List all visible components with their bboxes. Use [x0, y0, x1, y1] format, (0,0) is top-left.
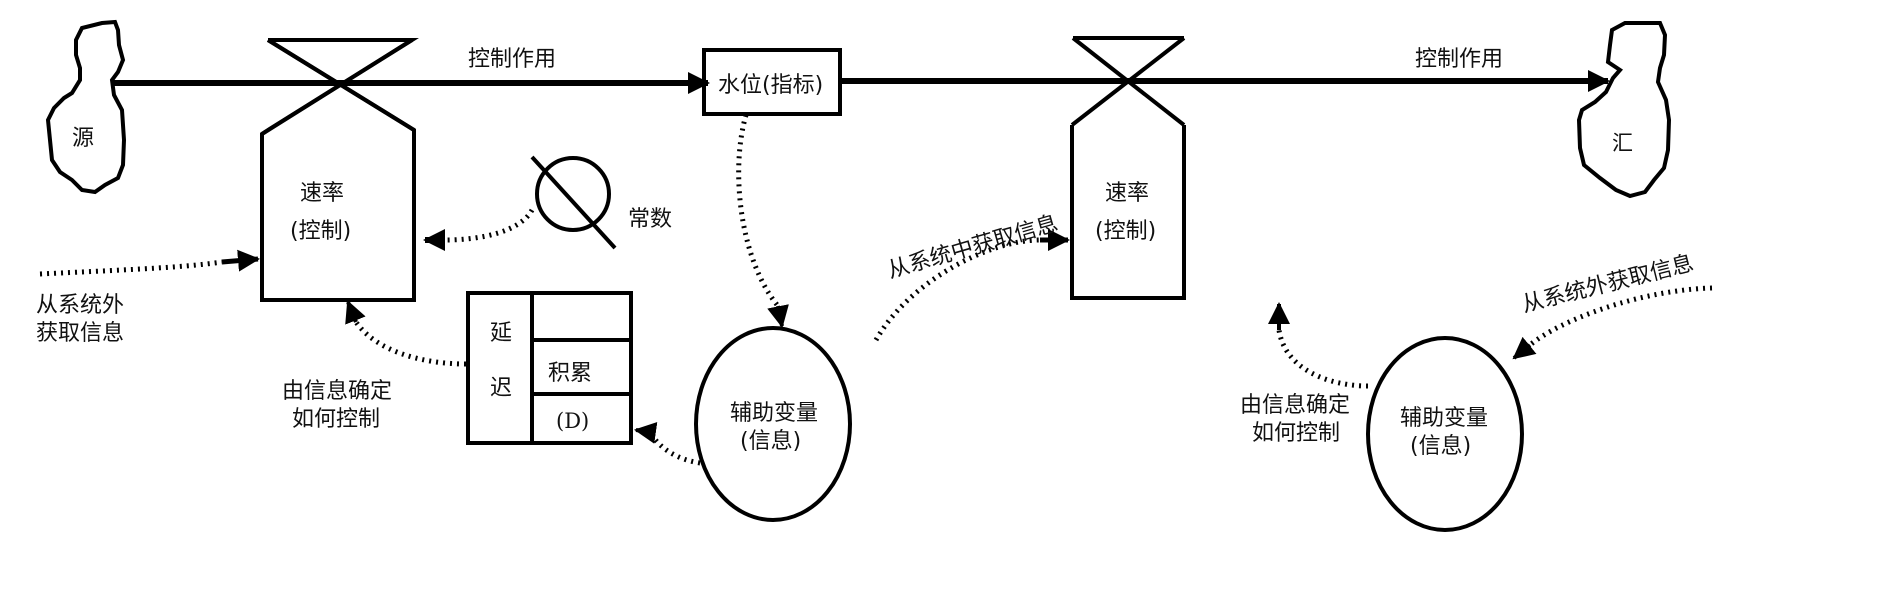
- aux-circle-left[interactable]: [694, 326, 852, 522]
- aux-left-line1: 辅助变量: [730, 401, 818, 426]
- info-link-internal: [873, 237, 1041, 342]
- external-left-line1: 从系统外: [36, 293, 124, 318]
- external-left-line2: 获取信息: [36, 321, 124, 346]
- aux-right-line1: 辅助变量: [1400, 406, 1488, 431]
- level-label: 水位(指标): [718, 73, 823, 98]
- arrow-external-left: [221, 249, 260, 272]
- control-right-line1: 由信息确定: [1240, 393, 1350, 418]
- info-link-aux-rate-right: [1276, 329, 1369, 389]
- flow-label-left: 控制作用: [468, 47, 556, 72]
- info-link-aux-delay: [647, 430, 701, 466]
- internal-info-label: 从系统中获取信息: [885, 211, 1061, 284]
- source-cloud: [45, 19, 127, 195]
- rate-left-line2: (控制): [290, 219, 351, 244]
- arrow-aux-to-delay: [634, 421, 658, 444]
- rate-left-line1: 速率: [300, 181, 344, 206]
- aux-left-line2: (信息): [740, 429, 801, 454]
- control-left-line2: 如何控制: [292, 407, 380, 432]
- info-link-constant: [444, 208, 535, 243]
- sink-cloud: [1576, 21, 1672, 199]
- constant-circle[interactable]: [535, 156, 611, 232]
- delay-label-2: 迟: [490, 376, 512, 401]
- constant-slash: [530, 155, 617, 250]
- aux-right-line2: (信息): [1410, 434, 1471, 459]
- source-label: 源: [72, 126, 94, 151]
- rate-valve-right[interactable]: [1070, 36, 1186, 300]
- arrow-external-right: [1512, 336, 1537, 360]
- arrow-delay-to-rate: [345, 300, 366, 325]
- info-link-external-left: [39, 259, 223, 277]
- delay-d-label: (D): [556, 409, 589, 433]
- rate-valve-left[interactable]: [260, 38, 419, 302]
- control-left-line1: 由信息确定: [282, 379, 392, 404]
- info-link-delay-rate: [353, 320, 467, 367]
- constant-label: 常数: [628, 207, 672, 232]
- control-right-line2: 如何控制: [1252, 421, 1340, 446]
- rate-right-line2: (控制): [1095, 219, 1156, 244]
- delay-box[interactable]: [466, 291, 633, 445]
- delay-accum-label: 积累: [548, 361, 592, 386]
- aux-circle-right[interactable]: [1366, 336, 1524, 532]
- flow-label-right: 控制作用: [1415, 47, 1503, 72]
- rate-right-line1: 速率: [1105, 181, 1149, 206]
- sink-label: 汇: [1612, 131, 1633, 155]
- arrow-level-to-aux: [767, 304, 789, 328]
- delay-label-1: 延: [490, 321, 512, 346]
- info-link-level-aux: [736, 114, 780, 308]
